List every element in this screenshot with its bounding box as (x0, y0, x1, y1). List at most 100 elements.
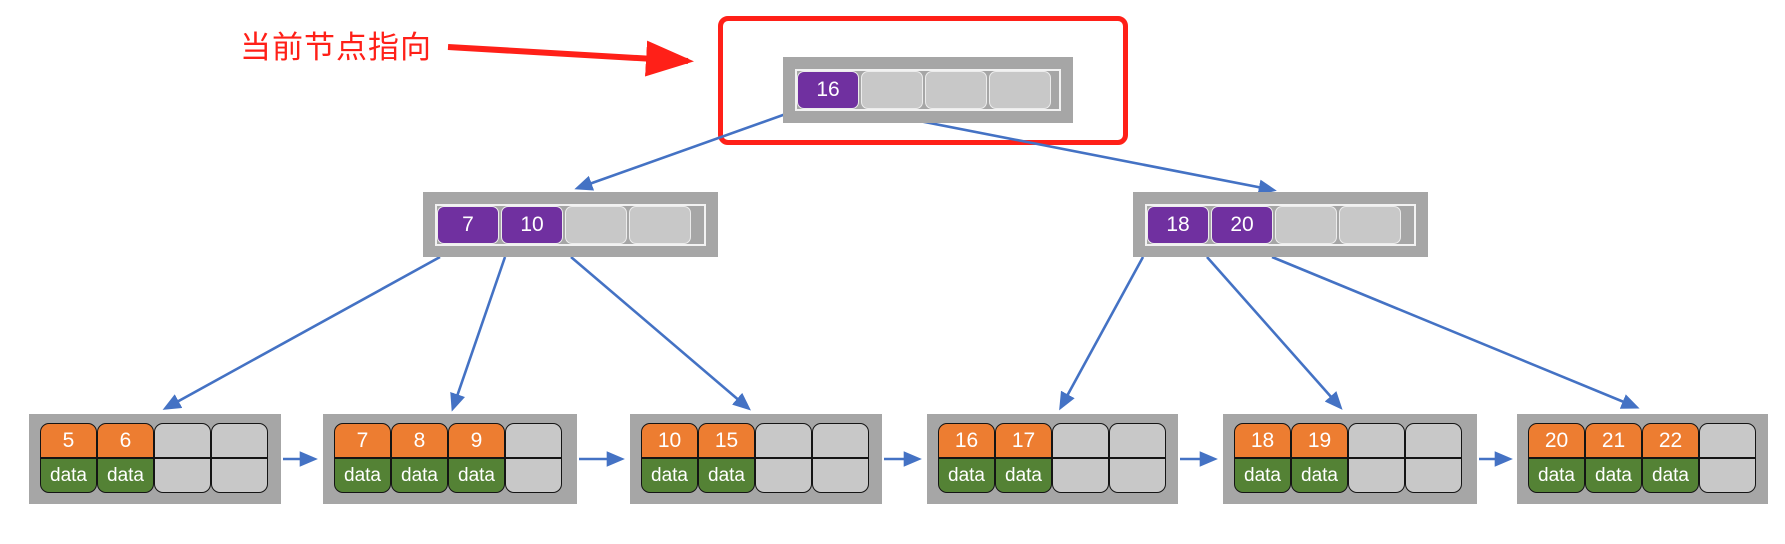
child-pointer-arrow (1206, 256, 1343, 410)
empty-slot-cell (154, 423, 211, 458)
key-cell: 7 (437, 206, 499, 244)
key-cell: 8 (391, 423, 448, 458)
key-cell: 6 (97, 423, 154, 458)
leaf-column (1109, 423, 1166, 493)
empty-slot-cell (505, 458, 562, 493)
key-cell: 17 (995, 423, 1052, 458)
key-cell: 16 (938, 423, 995, 458)
data-cell: data (97, 458, 154, 493)
empty-slot-cell (1405, 458, 1462, 493)
key-cell: 22 (1642, 423, 1699, 458)
key-cell: 10 (641, 423, 698, 458)
annotation-arrow (447, 40, 694, 77)
empty-slot-cell (755, 423, 812, 458)
empty-slot-cell (1348, 423, 1405, 458)
empty-slot-cell (565, 206, 627, 244)
data-cell: data (1528, 458, 1585, 493)
data-cell: data (391, 458, 448, 493)
empty-slot-cell (211, 458, 268, 493)
leaf-column (1348, 423, 1405, 493)
data-cell: data (334, 458, 391, 493)
empty-slot-cell (1052, 423, 1109, 458)
empty-slot-cell (1275, 206, 1337, 244)
btree-root-node: 16 (783, 57, 1073, 123)
data-cell: data (1234, 458, 1291, 493)
empty-slot-cell (629, 206, 691, 244)
key-cell: 18 (1147, 206, 1209, 244)
leaf-column (211, 423, 268, 493)
empty-slot-cell (812, 458, 869, 493)
key-cell: 9 (448, 423, 505, 458)
empty-slot-cell (989, 71, 1051, 109)
empty-slot-cell (1699, 458, 1756, 493)
empty-slot-cell (1109, 423, 1166, 458)
child-pointer-arrow (1271, 255, 1640, 409)
key-cell: 7 (334, 423, 391, 458)
empty-slot-cell (1339, 206, 1401, 244)
key-cell: 10 (501, 206, 563, 244)
empty-slot-cell (1348, 458, 1405, 493)
cell-row: 16 (795, 69, 1061, 111)
data-cell: data (448, 458, 505, 493)
empty-slot-cell (211, 423, 268, 458)
key-cell: 5 (40, 423, 97, 458)
key-cell: 18 (1234, 423, 1291, 458)
empty-slot-cell (1109, 458, 1166, 493)
key-cell: 16 (797, 71, 859, 109)
key-cell: 19 (1291, 423, 1348, 458)
child-pointer-arrow (450, 256, 507, 412)
child-pointer-arrow (570, 256, 751, 411)
leaf-column (755, 423, 812, 493)
data-cell: data (938, 458, 995, 493)
key-cell: 20 (1528, 423, 1585, 458)
key-cell: 15 (698, 423, 755, 458)
data-cell: data (698, 458, 755, 493)
annotation-label: 当前节点指向 (240, 30, 432, 65)
data-cell: data (995, 458, 1052, 493)
leaf-column (1699, 423, 1756, 493)
leaf-column (812, 423, 869, 493)
data-cell: data (1291, 458, 1348, 493)
empty-slot-cell (812, 423, 869, 458)
empty-slot-cell (1405, 423, 1462, 458)
empty-slot-cell (861, 71, 923, 109)
leaf-column (505, 423, 562, 493)
empty-slot-cell (1699, 423, 1756, 458)
empty-slot-cell (505, 423, 562, 458)
leaf-column (154, 423, 211, 493)
leaf-column (1052, 423, 1109, 493)
empty-slot-cell (925, 71, 987, 109)
key-cell: 21 (1585, 423, 1642, 458)
leaf-column (1405, 423, 1462, 493)
data-cell: data (1642, 458, 1699, 493)
data-cell: data (641, 458, 698, 493)
child-pointer-arrow (1059, 256, 1145, 411)
empty-slot-cell (1052, 458, 1109, 493)
